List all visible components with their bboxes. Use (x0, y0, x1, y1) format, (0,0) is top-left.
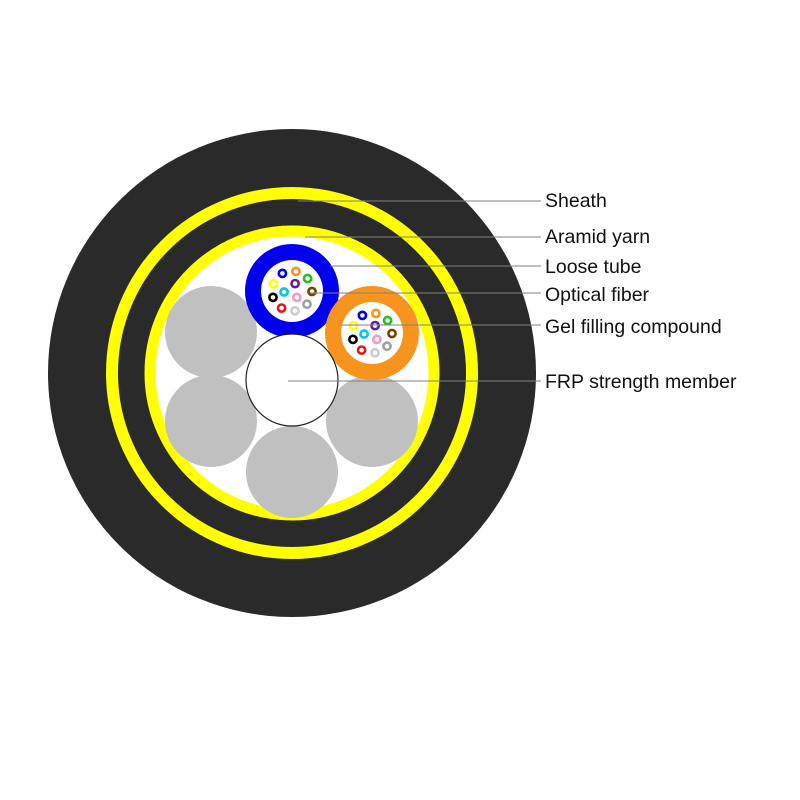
optical-fiber (359, 329, 369, 339)
optical-fiber-group (348, 308, 397, 358)
label-loose-tube: Loose tube (545, 256, 642, 278)
optical-fiber (348, 334, 358, 345)
filler-rods (165, 286, 418, 518)
optical-fiber (290, 266, 301, 277)
optical-fiber-group (268, 266, 317, 316)
optical-fiber (302, 273, 313, 284)
filler-rod (165, 286, 257, 378)
aramid-yarn-outer-ring (106, 187, 478, 559)
optical-fiber (382, 315, 393, 326)
optical-fiber (276, 303, 287, 313)
optical-fiber (290, 305, 300, 316)
filler-rod (165, 375, 257, 467)
optical-fiber (268, 292, 278, 303)
optical-fiber (348, 320, 359, 331)
label-gel-filling-compound: Gel filling compound (545, 316, 722, 338)
optical-fiber (357, 310, 368, 321)
optical-fiber (302, 299, 312, 310)
filler-rod (246, 426, 338, 518)
optical-fiber (371, 334, 382, 345)
filler-rod (326, 375, 418, 467)
label-aramid-yarn: Aramid yarn (545, 226, 650, 248)
optical-fiber (356, 345, 367, 355)
optical-fiber (277, 268, 288, 279)
optical-fiber (279, 287, 289, 297)
optical-fiber (387, 328, 397, 339)
optical-fiber (382, 341, 392, 352)
optical-fiber (370, 347, 380, 358)
frp-strength-member (245, 333, 339, 427)
optical-fiber (370, 320, 380, 331)
optical-fiber (307, 286, 317, 297)
optical-fiber (290, 278, 300, 289)
label-frp-strength-member: FRP strength member (545, 371, 737, 393)
loose-tube-blue (245, 244, 339, 338)
optical-fiber (268, 278, 279, 289)
optical-fiber (291, 292, 302, 303)
leader-lines (288, 200, 541, 382)
loose-tube-orange (325, 286, 419, 380)
optical-fiber (370, 308, 381, 319)
label-optical-fiber: Optical fiber (545, 284, 650, 306)
label-sheath: Sheath (545, 190, 607, 212)
